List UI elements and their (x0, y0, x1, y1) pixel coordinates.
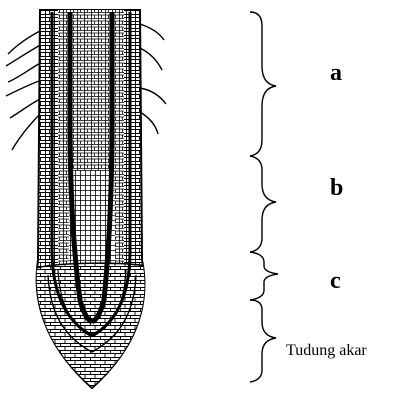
brace-root-cap (250, 300, 276, 382)
root-hair (8, 62, 42, 82)
root-hair (8, 30, 42, 54)
label-c: c (330, 268, 341, 294)
root-hair (10, 98, 42, 118)
root-hair (6, 44, 42, 66)
brace-a (250, 12, 276, 156)
root-hair (140, 112, 158, 134)
label-b: b (330, 175, 343, 201)
label-a: a (330, 60, 342, 86)
zone-braces (250, 12, 278, 382)
root-body (36, 10, 146, 388)
root-hair (6, 80, 42, 96)
root-hair (140, 24, 164, 40)
root-hair (12, 112, 42, 150)
root-cap-region (36, 263, 146, 388)
root-hair (140, 48, 162, 70)
label-root-cap: Tudung akar (286, 342, 367, 359)
brace-c (250, 252, 278, 300)
root-hair (140, 88, 166, 104)
brace-b (250, 156, 276, 252)
